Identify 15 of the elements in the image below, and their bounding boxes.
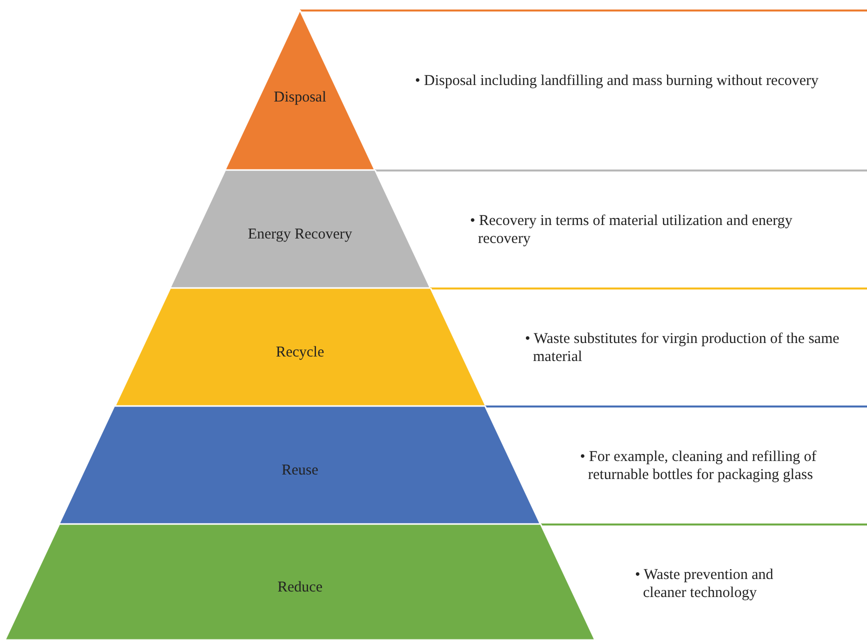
bullet-text: • For example, cleaning and refilling of returnable bottles for packaging glass: [580, 448, 818, 484]
level-label: Recycle: [276, 344, 324, 362]
pyramid-level: [170, 170, 430, 288]
level-label: Reduce: [278, 579, 322, 596]
bullet-text: • Waste prevention and cleaner technology: [635, 566, 774, 602]
pyramid-level: [225, 10, 375, 170]
bullet-text: • Waste substitutes for virgin production of the same material: [525, 330, 840, 366]
level-label: Energy Recovery: [248, 226, 352, 244]
pyramid-level: [114, 288, 486, 406]
level-label: Disposal: [274, 90, 326, 106]
bullet-text: • Recovery in terms of material utilization and energy recovery: [470, 212, 794, 248]
level-label: Reuse: [282, 462, 318, 480]
pyramid-level: [5, 524, 595, 640]
pyramid-level: [59, 406, 541, 524]
bullet-text: • Disposal including landfilling and mass burning without recovery: [415, 72, 820, 90]
